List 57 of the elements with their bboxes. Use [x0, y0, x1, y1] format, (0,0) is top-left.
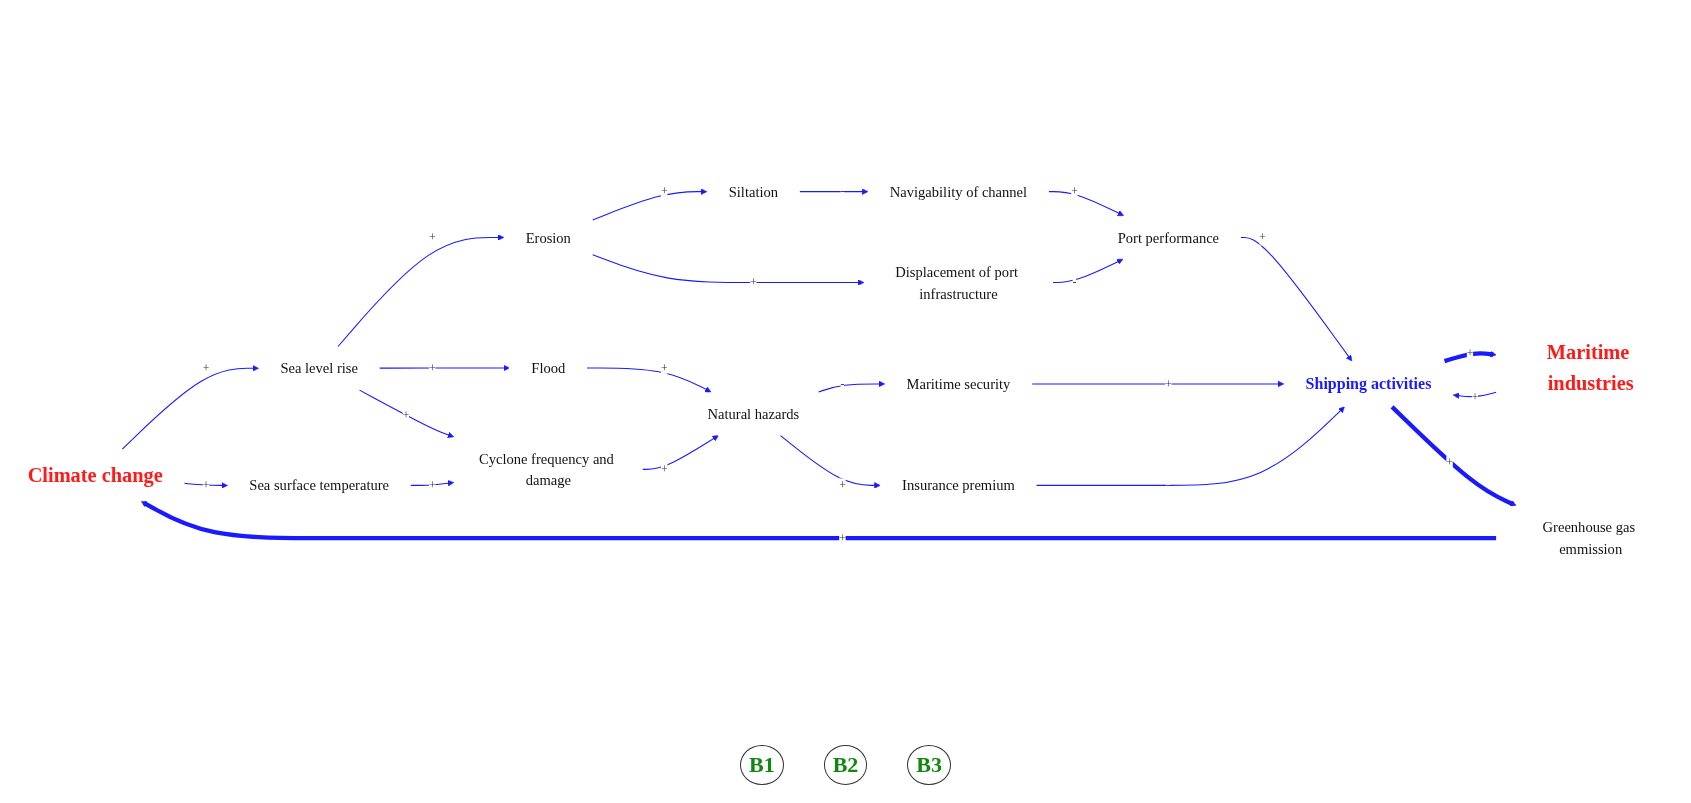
edge-label: +: [402, 408, 410, 421]
edge-label: +: [1259, 230, 1266, 243]
edge-label: -: [840, 377, 845, 390]
edge-label: +: [1466, 346, 1474, 359]
edge-label: -: [840, 184, 845, 198]
edge-label: +: [429, 230, 436, 243]
arrow: [337, 233, 505, 347]
node-text: Natural hazards: [707, 405, 800, 422]
arrow: [642, 434, 719, 470]
node-text: Displacement of port infrastructure: [895, 263, 1019, 302]
arrow: [1443, 350, 1497, 363]
arrow: [1052, 258, 1124, 283]
arrow: [592, 188, 708, 221]
edge-label: +: [1165, 377, 1172, 390]
edge-label: +: [1071, 184, 1078, 198]
arrow: [1031, 380, 1285, 387]
edge-label: +: [660, 184, 668, 198]
arrow: [1048, 190, 1124, 216]
edge-label: -: [1072, 275, 1077, 289]
node-text: Sea level rise: [280, 359, 358, 376]
node-text: Greenhouse gas emmission: [1542, 518, 1636, 557]
edge-label: +: [202, 478, 210, 491]
node-text: Port performance: [1117, 229, 1220, 246]
node-text: Siltation: [728, 183, 779, 200]
edge-label: +: [839, 531, 846, 544]
node-text: Shipping activities: [1305, 374, 1432, 393]
edge-label: +: [202, 361, 210, 374]
loop-marker: B2: [823, 745, 868, 785]
edge-label: +: [1471, 390, 1479, 404]
arrow: [359, 389, 455, 438]
arrow: [1240, 236, 1353, 361]
node-text: Navigability of channel: [889, 183, 1028, 200]
node-text: Flood: [531, 359, 566, 376]
arrow: [410, 479, 455, 487]
node-text: Insurance premium: [902, 477, 1015, 494]
node-text: Climate change: [27, 463, 163, 486]
edge-label: +: [660, 361, 668, 374]
node-text: Cyclone frequency and damage: [479, 450, 614, 488]
edge-label: -: [1166, 478, 1171, 491]
arrow: [818, 380, 886, 393]
edge-label: +: [750, 275, 757, 289]
node-text: Sea surface temperature: [249, 477, 390, 494]
node-text: Maritime security: [906, 375, 1011, 392]
edge-label: +: [660, 462, 668, 475]
arrow: [1036, 406, 1345, 486]
edge-label: +: [429, 478, 436, 491]
edge-label: +: [839, 478, 846, 491]
node-text: Maritime industries: [1546, 340, 1634, 394]
edge-label: +: [1446, 455, 1453, 469]
arrow: [799, 188, 869, 195]
arrow: [141, 500, 1497, 540]
arrow: [379, 364, 510, 371]
node-text: Erosion: [525, 229, 571, 246]
arrow: [586, 367, 712, 392]
arrow: [121, 364, 259, 450]
arrow: [1390, 404, 1517, 506]
edge-label: +: [429, 361, 436, 374]
